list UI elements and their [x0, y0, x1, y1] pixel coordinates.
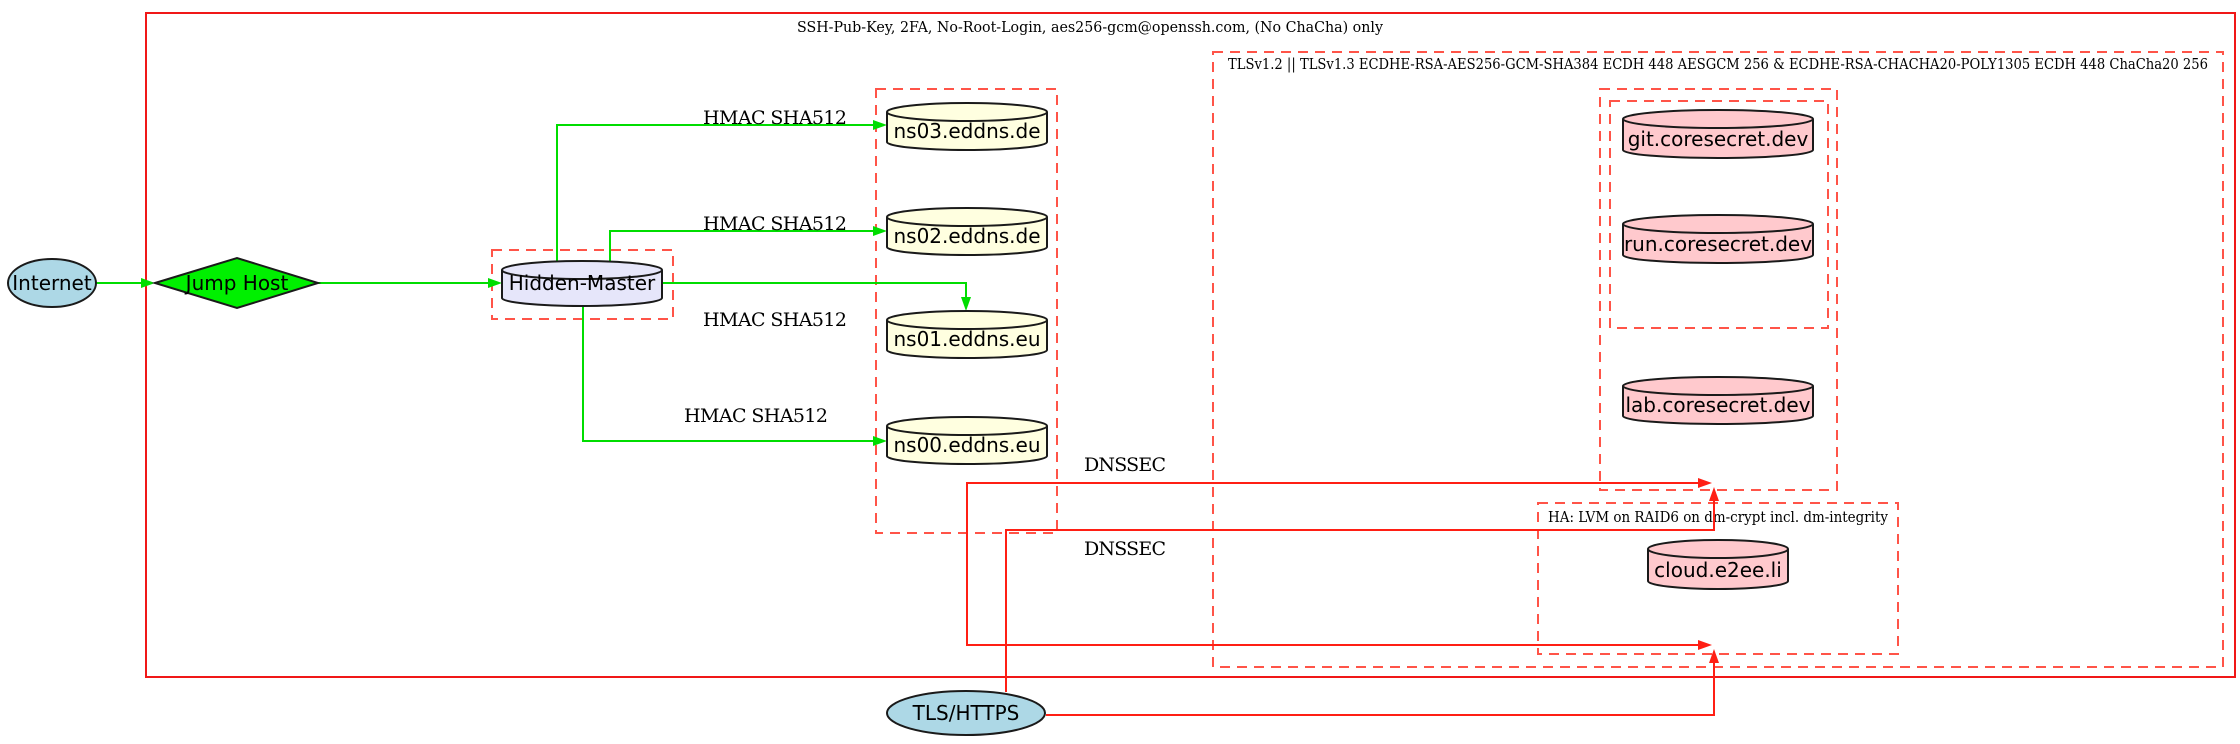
lab-cylinder-lid — [1622, 385, 1814, 396]
tls-cluster-label: TLSv1.2 || TLSv1.3 ECDHE-RSA-AES256-GCM-… — [1228, 55, 2208, 73]
arrowhead-hiddenmaster — [488, 278, 502, 288]
arrowhead-ns01 — [961, 297, 971, 311]
edge-hiddenmaster-ns01 — [662, 282, 967, 297]
tls-cluster-box — [1212, 51, 2224, 668]
hidden-master-cylinder — [501, 260, 663, 307]
arrowhead-ns00 — [873, 436, 887, 446]
coresecret-outer-cluster-box — [1599, 88, 1838, 491]
red-arrowheads — [1698, 478, 1719, 663]
git-cylinder-lid — [1622, 118, 1814, 129]
node-lab-coresecret: lab.coresecret.dev — [1622, 376, 1814, 425]
node-internet: Internet — [7, 258, 97, 308]
edge-label-dnssec-2: DNSSEC — [1084, 538, 1166, 560]
ha-cluster-box — [1537, 502, 1899, 655]
ns03-cylinder — [886, 102, 1048, 151]
ns00-cylinder — [886, 416, 1048, 465]
node-tls-https: TLS/HTTPS — [886, 690, 1046, 736]
edge-label-hmac-ns02: HMAC SHA512 — [703, 213, 847, 235]
git-label: git.coresecret.dev — [1628, 127, 1809, 151]
internet-label: Internet — [12, 271, 92, 295]
arrowhead-dnssec-coresecret — [1698, 478, 1712, 488]
jump-host-label: Jump Host — [184, 271, 289, 295]
ha-cluster-label: HA: LVM on RAID6 on dm-crypt incl. dm-in… — [1548, 508, 1888, 526]
coresecret-inner-cluster-box — [1609, 100, 1829, 329]
jump-host-diamond — [151, 256, 322, 310]
edge-label-hmac-ns01: HMAC SHA512 — [703, 309, 847, 331]
ns01-cylinder — [886, 310, 1048, 359]
edge-hiddenmaster-ns02 — [609, 230, 873, 262]
edge-hiddenmaster-ns03 — [556, 124, 873, 262]
arrowhead-jumphost — [141, 278, 155, 288]
edge-tlshttps-ha — [1046, 663, 1715, 716]
run-cylinder-lid — [1622, 223, 1814, 234]
node-cloud-e2ee: cloud.e2ee.li — [1647, 539, 1789, 590]
edge-label-dnssec-1: DNSSEC — [1084, 454, 1166, 476]
ssh-cluster-label: SSH-Pub-Key, 2FA, No-Root-Login, aes256-… — [797, 18, 1383, 36]
internet-ellipse — [7, 258, 97, 308]
run-cylinder — [1622, 214, 1814, 264]
lab-cylinder — [1622, 376, 1814, 425]
hidden-master-cylinder-lid — [501, 269, 663, 280]
tls-https-ellipse — [886, 690, 1046, 736]
ns02-cylinder — [886, 207, 1048, 256]
ssh-cluster-box — [145, 12, 2236, 678]
node-hidden-master: Hidden-Master — [501, 260, 663, 307]
arrowhead-tls-ha — [1709, 649, 1719, 663]
ns03-label: ns03.eddns.de — [893, 119, 1040, 143]
edge-tlshttps-coresecret — [1005, 501, 1715, 692]
cloud-cylinder — [1647, 539, 1789, 590]
cloud-label: cloud.e2ee.li — [1654, 558, 1782, 582]
red-edges — [966, 482, 1715, 716]
node-ns03: ns03.eddns.de — [886, 102, 1048, 151]
run-label: run.coresecret.dev — [1624, 232, 1812, 256]
green-edges — [96, 124, 967, 442]
arrowhead-ns03 — [873, 120, 887, 130]
ns03-cylinder-lid — [886, 111, 1048, 122]
arrowhead-tls-coresecret — [1709, 487, 1719, 501]
ns01-label: ns01.eddns.eu — [893, 327, 1040, 351]
node-ns02: ns02.eddns.de — [886, 207, 1048, 256]
edge-hiddenmaster-ns00 — [582, 304, 873, 442]
ns02-cylinder-lid — [886, 216, 1048, 227]
node-git-coresecret: git.coresecret.dev — [1622, 109, 1814, 159]
ns00-label: ns00.eddns.eu — [893, 433, 1040, 457]
edge-label-hmac-ns03: HMAC SHA512 — [703, 107, 847, 129]
dashed-clusters — [491, 51, 2224, 668]
arrowhead-ns02 — [873, 226, 887, 236]
node-run-coresecret: run.coresecret.dev — [1622, 214, 1814, 264]
ns01-cylinder-lid — [886, 319, 1048, 330]
git-cylinder — [1622, 109, 1814, 159]
edge-label-hmac-ns00: HMAC SHA512 — [684, 405, 828, 427]
lab-label: lab.coresecret.dev — [1625, 393, 1810, 417]
ns00-cylinder-lid — [886, 425, 1048, 436]
hidden-master-label: Hidden-Master — [509, 271, 656, 295]
edge-nscluster-dnssec — [966, 482, 1698, 646]
node-ns00: ns00.eddns.eu — [886, 416, 1048, 465]
tls-https-label: TLS/HTTPS — [912, 701, 1020, 725]
node-jump-host: Jump Host — [151, 256, 322, 310]
node-ns01: ns01.eddns.eu — [886, 310, 1048, 359]
ns02-label: ns02.eddns.de — [893, 224, 1040, 248]
arrowhead-dnssec-ha — [1698, 640, 1712, 650]
green-arrowheads — [141, 120, 971, 446]
cloud-cylinder-lid — [1647, 548, 1789, 559]
